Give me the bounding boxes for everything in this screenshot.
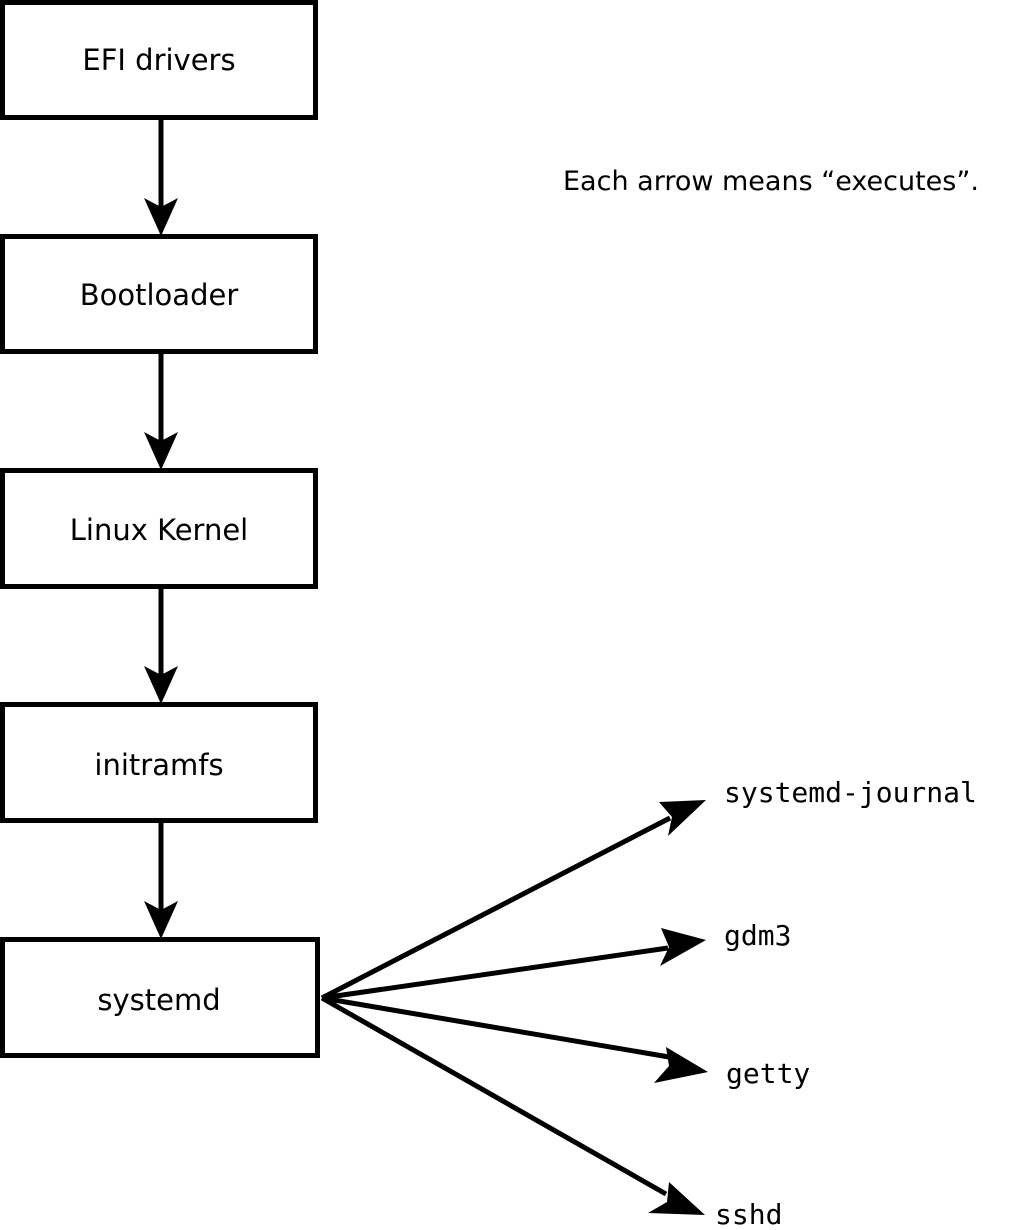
- node-bootloader[interactable]: Bootloader: [0, 234, 318, 354]
- node-linux-kernel-label: Linux Kernel: [70, 513, 248, 547]
- node-systemd[interactable]: systemd: [0, 937, 320, 1058]
- arrow-efi-to-bootloader: [144, 118, 178, 236]
- service-label-getty: getty: [726, 1057, 810, 1090]
- arrow-systemd-to-getty-head: [654, 1047, 708, 1083]
- node-bootloader-label: Bootloader: [80, 278, 239, 312]
- arrow-initramfs-to-systemd: [144, 821, 178, 939]
- arrow-efi-to-bootloader-head: [144, 198, 178, 236]
- boot-chain-group: EFI drivers Bootloader Linux Kernel init…: [0, 0, 320, 1058]
- arrow-systemd-to-getty: [321, 995, 708, 1083]
- chain-arrows-group: [144, 118, 178, 939]
- arrow-systemd-to-gdm3-stem: [321, 945, 669, 1001]
- node-systemd-label: systemd: [97, 983, 220, 1017]
- service-labels-group: systemd-journal gdm3 getty sshd: [715, 776, 977, 1230]
- arrow-systemd-to-systemd-journal-stem: [320, 815, 672, 1001]
- arrow-systemd-to-getty-stem: [321, 995, 670, 1060]
- service-label-sshd: sshd: [715, 1198, 782, 1230]
- node-linux-kernel-rect[interactable]: [0, 468, 318, 589]
- arrow-bootloader-to-kernel: [144, 352, 178, 470]
- node-systemd-rect[interactable]: [0, 937, 320, 1058]
- arrow-systemd-to-sshd-head: [648, 1182, 705, 1215]
- node-initramfs-rect[interactable]: [0, 702, 318, 823]
- arrow-kernel-to-initramfs: [144, 587, 178, 704]
- node-efi-drivers-label: EFI drivers: [82, 43, 235, 77]
- node-efi-drivers-rect[interactable]: [0, 0, 318, 120]
- arrow-initramfs-to-systemd-head: [144, 901, 178, 939]
- arrow-systemd-to-sshd-stem: [320, 995, 668, 1197]
- arrow-systemd-to-systemd-journal-head: [659, 800, 706, 836]
- arrow-bootloader-to-kernel-head: [144, 432, 178, 470]
- service-label-gdm3: gdm3: [724, 919, 791, 952]
- node-bootloader-rect[interactable]: [0, 234, 318, 354]
- node-initramfs-label: initramfs: [94, 748, 223, 782]
- arrow-systemd-to-gdm3: [321, 928, 706, 1001]
- legend-note: Each arrow means “executes”.: [563, 166, 979, 197]
- node-linux-kernel[interactable]: Linux Kernel: [0, 468, 318, 589]
- node-efi-drivers[interactable]: EFI drivers: [0, 0, 318, 120]
- arrow-systemd-to-systemd-journal: [320, 800, 706, 1001]
- service-arrows-group: [320, 800, 708, 1215]
- service-label-systemd-journal: systemd-journal: [724, 776, 977, 809]
- arrow-systemd-to-sshd: [320, 995, 705, 1215]
- arrow-systemd-to-gdm3-head: [660, 928, 706, 966]
- node-initramfs[interactable]: initramfs: [0, 702, 318, 823]
- arrow-kernel-to-initramfs-head: [144, 666, 178, 704]
